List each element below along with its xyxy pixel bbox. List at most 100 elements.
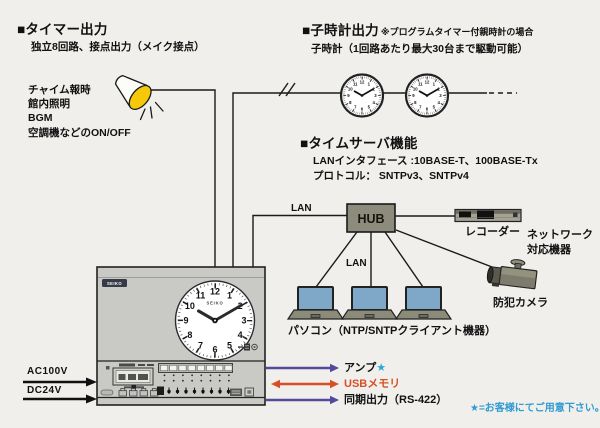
control-panel xyxy=(97,360,265,399)
usb-arrow-right-icon xyxy=(330,379,339,389)
numeral: 5 xyxy=(368,105,371,110)
timer-example: チャイム報時 xyxy=(28,84,91,96)
child-clock-heading-note: ※プログラムタイマー付親時計の場合 xyxy=(380,27,534,37)
numeral: 1 xyxy=(433,81,436,86)
face-brand-label: SEIKO xyxy=(206,301,223,306)
sync-arrow-icon xyxy=(330,395,339,405)
laptop-icon-2 xyxy=(340,286,399,320)
child-clock-subheading: 子時計（1回路あたり最大30台まで駆動可能） xyxy=(311,43,529,55)
security-camera-icon xyxy=(486,259,538,290)
wire-break-icon xyxy=(278,82,296,97)
panel-oval-button xyxy=(100,389,114,396)
network-device-label-2: 対応機器 xyxy=(527,244,571,256)
pc-label: パソコン（NTP/SNTPクライアント機器） xyxy=(288,325,496,337)
wire-timer-output xyxy=(151,89,216,268)
master-clock-face: 12 1 2 3 4 5 6 7 8 9 10 11 SEIKO xyxy=(174,280,256,361)
timer-output-subheading: 独立8回路、接点出力（メイク接点） xyxy=(31,41,205,53)
numeral: 11 xyxy=(196,290,206,300)
numeral: 12 xyxy=(210,287,220,297)
wire-lan xyxy=(252,214,347,268)
horn-speaker-icon xyxy=(114,74,164,121)
camera-label: 防犯カメラ xyxy=(493,297,548,309)
numeral: 12 xyxy=(360,80,365,85)
usb-label: USBメモリ xyxy=(344,378,401,390)
dc-arrow-icon xyxy=(86,394,97,404)
numeral: 11 xyxy=(353,81,358,86)
numeral: 4 xyxy=(438,100,441,105)
timer-example: BGM xyxy=(28,112,53,125)
numeral: 12 xyxy=(425,80,430,85)
numeral: 10 xyxy=(413,86,418,91)
amp-arrow-icon xyxy=(330,363,339,373)
network-device-label-1: ネットワーク xyxy=(527,229,593,241)
numeral: 11 xyxy=(418,81,423,86)
time-server-heading: ■タイムサーバ機能 xyxy=(300,136,418,151)
timer-output-heading: ■タイマー出力 xyxy=(17,22,108,37)
usb-port xyxy=(230,388,242,396)
numeral: 5 xyxy=(433,105,436,110)
amp-label-row: アンプ★ xyxy=(344,362,386,375)
sync-label: 同期出力（RS-422） xyxy=(344,394,448,406)
brand-badge-label: SEIKO xyxy=(107,281,122,286)
timer-example: 空調機などのON/OFF xyxy=(28,126,131,139)
connector-icon xyxy=(238,343,258,351)
wire-hub-camera xyxy=(395,229,506,273)
numeral: 3 xyxy=(439,93,442,98)
numeral: 6 xyxy=(426,107,429,112)
lan-label-mid: LAN xyxy=(346,258,367,269)
usb-arrow-left-icon xyxy=(271,379,280,389)
hub-box: HUB xyxy=(346,203,396,233)
numeral: 6 xyxy=(361,107,364,112)
sound-rays-icon xyxy=(139,101,164,121)
time-server-interface: LANインタフェース :10BASE-T、100BASE-Tx xyxy=(313,155,538,167)
numeral: 1 xyxy=(227,290,232,300)
clock-hands xyxy=(197,303,244,323)
brand-badge xyxy=(102,279,127,287)
laptop-icon-1 xyxy=(286,286,345,320)
numeral: 9 xyxy=(183,316,188,326)
ac-arrow-icon xyxy=(86,377,97,387)
hub-label: HUB xyxy=(357,212,384,226)
panel-switches xyxy=(167,387,231,394)
wire-child-clock xyxy=(232,92,341,268)
footnote: ★=お客様にてご用意下さい。 xyxy=(470,403,600,414)
numeral: 7 xyxy=(419,105,422,110)
numeral: 4 xyxy=(373,100,376,105)
power-arrows xyxy=(23,377,97,404)
numeral: 7 xyxy=(354,105,357,110)
recorder-label: レコーダー xyxy=(465,226,520,238)
numeral: 3 xyxy=(374,93,377,98)
ac-power-label: AC100V xyxy=(27,366,68,377)
numeral: 8 xyxy=(349,100,352,105)
lan-label-top: LAN xyxy=(291,203,312,214)
wire-hub-laptops xyxy=(315,231,424,288)
numeral: 3 xyxy=(241,316,246,326)
child-clock-2: 12 1 2 3 4 5 6 7 8 9 10 11 xyxy=(404,73,450,118)
panel-buttons xyxy=(118,388,159,397)
master-clock-device: SEIKO 12 1 2 3 4 5 6 7 8 9 10 11 SEIKO xyxy=(96,266,266,406)
panel-leds xyxy=(163,374,230,382)
numeral: 10 xyxy=(185,301,195,311)
time-server-protocol: プロトコル： SNTPv3、SNTPv4 xyxy=(313,170,469,182)
numeral: 8 xyxy=(414,100,417,105)
amp-label: アンプ xyxy=(344,362,377,374)
numeral: 7 xyxy=(198,341,203,351)
numeral: 5 xyxy=(227,341,232,351)
numeral: 9 xyxy=(412,93,415,98)
numeral: 4 xyxy=(238,330,243,340)
amp-star: ★ xyxy=(376,362,387,374)
child-clock-heading: ■子時計出力 xyxy=(302,23,379,38)
io-arrows xyxy=(266,363,339,405)
timer-output-examples: チャイム報時 館内照明 BGM 空調機などのON/OFF xyxy=(28,83,131,140)
numeral: 10 xyxy=(348,86,353,91)
dc-power-label: DC24V xyxy=(27,385,62,396)
wires xyxy=(151,82,517,288)
laptop-icon-3 xyxy=(394,286,453,320)
child-clock-heading-row: ■子時計出力※プログラムタイマー付親時計の場合 xyxy=(302,22,533,41)
numeral: 6 xyxy=(212,345,217,355)
child-clock-1: 12 1 2 3 4 5 6 7 8 9 10 11 xyxy=(339,73,385,118)
timer-example: 館内照明 xyxy=(28,98,70,111)
numeral: 1 xyxy=(368,81,371,86)
